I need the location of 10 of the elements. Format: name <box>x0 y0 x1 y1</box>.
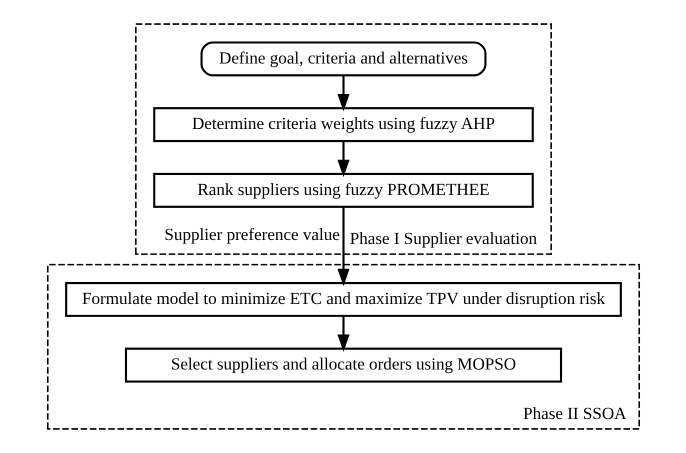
node-box: Define goal, criteria and alternatives <box>200 41 486 76</box>
node-box: Determine criteria weights using fuzzy AHP <box>152 107 534 142</box>
node-box: Rank suppliers using fuzzy PROMETHEE <box>152 172 534 208</box>
arrow <box>336 316 350 352</box>
arrow <box>336 76 350 112</box>
edge-label: Supplier preference value <box>164 224 340 244</box>
arrow <box>336 141 350 178</box>
node-box: Formulate model to minimize ETC and maximize TPV under disruption risk <box>64 282 622 317</box>
node-box: Select suppliers and allocate orders using MOPSO <box>124 348 562 383</box>
arrow <box>336 206 350 286</box>
